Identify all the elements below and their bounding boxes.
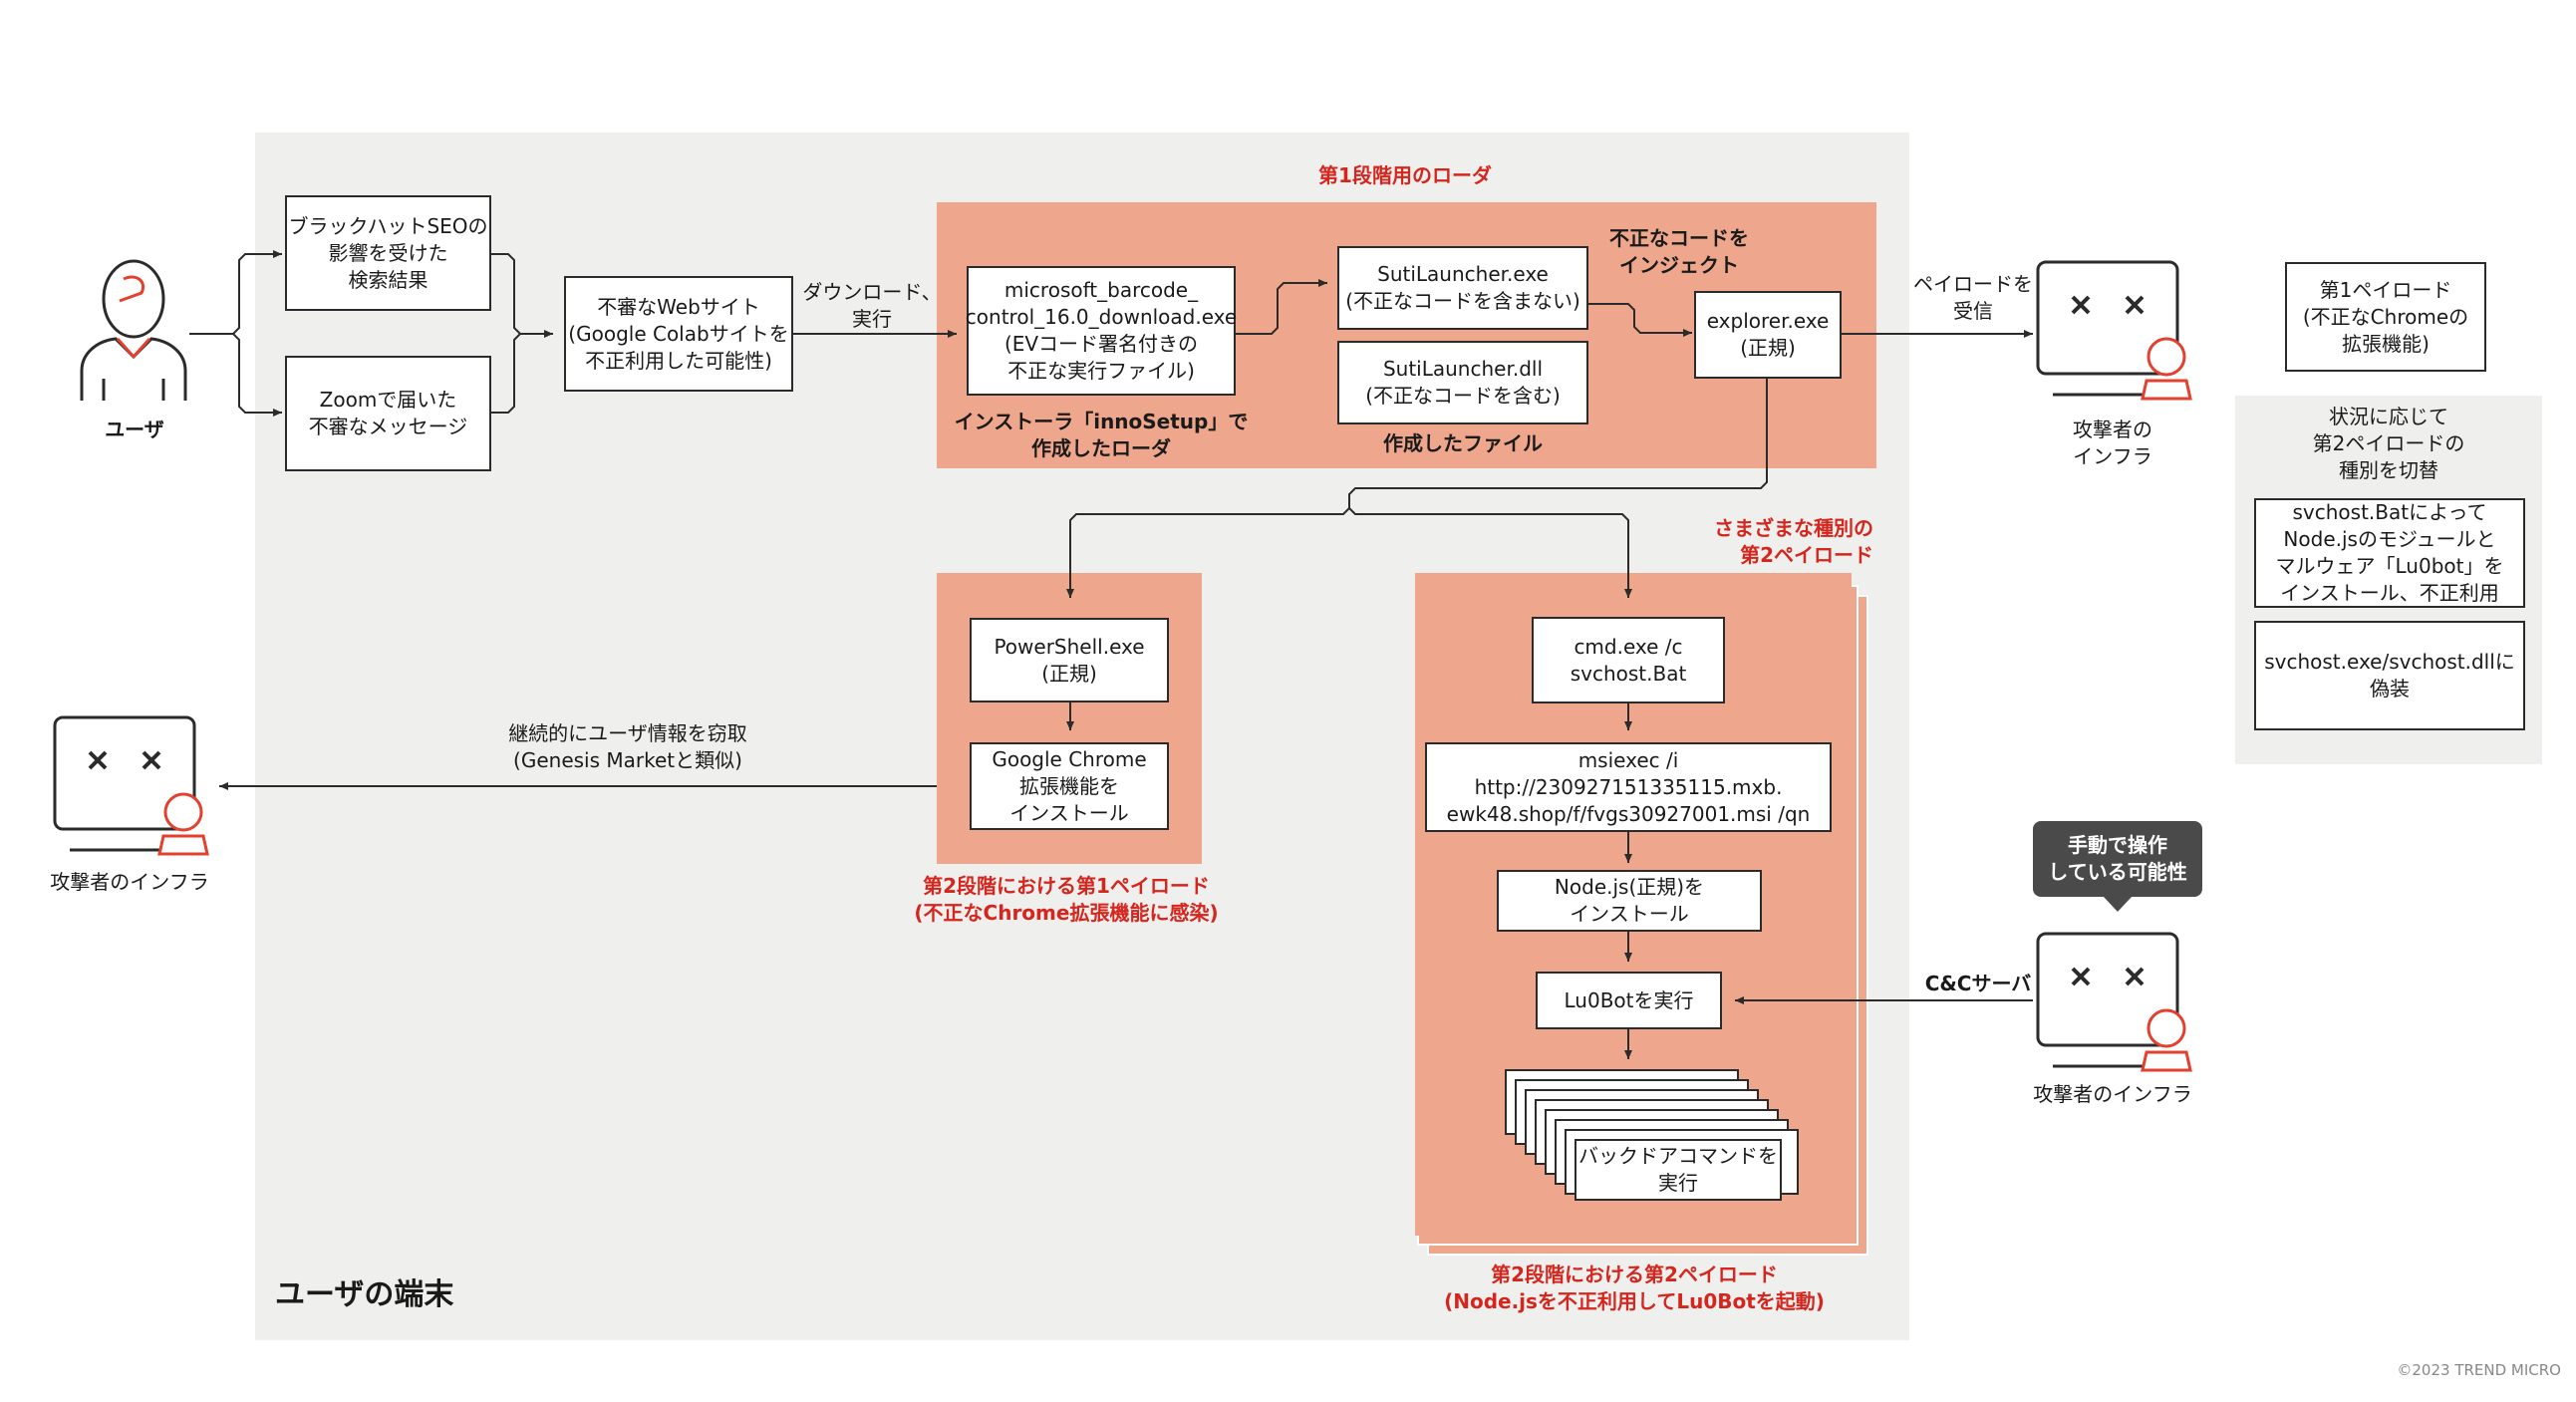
attacker-infra-top-label: 攻撃者の インフラ (2073, 418, 2152, 468)
nodejs-install-box: Node.js(正規)を インストール (1497, 870, 1762, 932)
attacker-infra-right-label: 攻撃者のインフラ (2033, 1082, 2192, 1106)
backdoor-command-box: バックドアコマンドを 実行 (1574, 1139, 1782, 1201)
files-caption: 作成したファイル (1383, 431, 1543, 455)
switch-panel-title: 状況に応じて 第2ペイロードの 種別を切替 (2312, 405, 2465, 482)
cmd-svchost-box: cmd.exe /c svchost.Bat (1532, 617, 1725, 703)
switch-item-svchost: svchost.exe/svchost.dllに 偽装 (2254, 621, 2525, 730)
zoom-message-box: Zoomで届いた 不審なメッセージ (285, 356, 491, 471)
inject-label: 不正なコードを インジェクト (1609, 226, 1749, 277)
attacker-infra-icon-left (53, 715, 209, 856)
lu0bot-run-box: Lu0Botを実行 (1536, 972, 1722, 1029)
attacker-infra-icon-top (2036, 260, 2192, 401)
payload-receive-label: ペイロードを 受信 (1913, 272, 2033, 323)
sutilauncher-dll-box: SutiLauncher.dll (不正なコードを含む) (1337, 341, 1588, 424)
copyright: ©2023 TREND MICRO (2397, 1361, 2561, 1379)
various-payload-title: さまざまな種別の 第2ペイロード (1714, 516, 1873, 567)
user-label: ユーザ (105, 418, 164, 441)
search-result-box: ブラックハットSEOの 影響を受けた 検索結果 (285, 195, 491, 311)
steal-label: 継続的にユーザ情報を窃取 (Genesis Marketと類似) (508, 721, 747, 772)
suspicious-site-box: 不審なWebサイト (Google Colabサイトを 不正利用した可能性) (564, 276, 793, 392)
installer-box: microsoft_barcode_ control_16.0_download… (966, 266, 1237, 396)
first-payload-note: 第1ペイロード (不正なChromeの 拡張機能) (2285, 262, 2486, 372)
user-icon (80, 259, 187, 401)
installer-caption: インストーラ「innoSetup」で 作成したローダ (954, 410, 1249, 460)
callout-pointer (2103, 896, 2133, 912)
msiexec-box: msiexec /i http://230927151335115.mxb. e… (1425, 742, 1832, 832)
sutilauncher-exe-box: SutiLauncher.exe (不正なコードを含まない) (1337, 246, 1588, 330)
attacker-infra-left-label: 攻撃者のインフラ (50, 870, 209, 894)
powershell-box: PowerShell.exe (正規) (970, 618, 1169, 702)
stage2-payload1-caption: 第2段階における第1ペイロード (不正なChrome拡張機能に感染) (914, 874, 1219, 925)
cc-server-label: C&Cサーバ (1924, 972, 2032, 995)
explorer-box: explorer.exe (正規) (1694, 291, 1842, 379)
stage2-payload2-caption: 第2段階における第2ペイロード (Node.jsを不正利用してLu0Botを起動… (1444, 1262, 1825, 1313)
stage1-title: 第1段階用のローダ (1318, 163, 1492, 187)
download-label: ダウンロード、 実行 (802, 280, 942, 331)
switch-item-lu0bot: svchost.Batによって Node.jsのモジュールと マルウェア「Lu0… (2254, 498, 2525, 608)
manual-operation-callout: 手動で操作 している可能性 (2033, 821, 2202, 897)
attacker-infra-icon-right (2036, 932, 2192, 1072)
chrome-extension-box: Google Chrome 拡張機能を インストール (970, 742, 1169, 830)
terminal-label: ユーザの端末 (275, 1277, 454, 1312)
